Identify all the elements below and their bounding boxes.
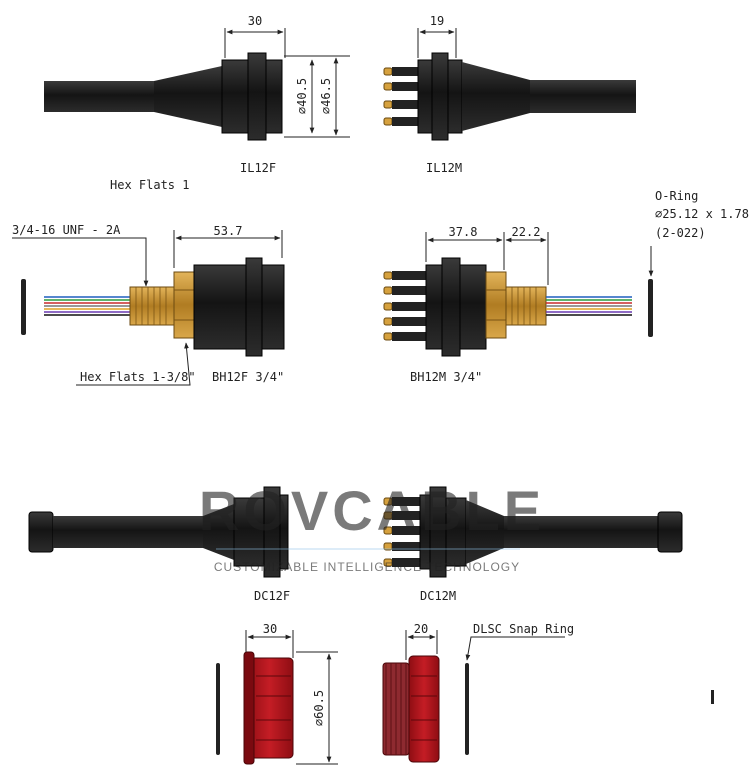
watermark-brand: ROVCABLE — [199, 479, 545, 542]
bh12m-width-a-dim: 37.8 — [449, 225, 478, 239]
oring-code: (2-022) — [655, 226, 706, 240]
bh12m-width-b-dim: 22.2 — [512, 225, 541, 239]
female-sleeve-diameter-dim: ⌀60.5 — [312, 690, 326, 726]
dc12f-label: DC12F — [254, 589, 290, 603]
bh12f-oring — [21, 279, 26, 335]
bh12f-connector — [129, 257, 285, 357]
bh12m-connector — [383, 257, 547, 357]
female-sleeve-width-dim: 30 — [263, 622, 277, 636]
cut-off-text: Hex Flats 1 — [110, 178, 189, 192]
female-sleeve-dimensions — [245, 630, 338, 765]
oring-title: O-Ring — [655, 189, 698, 203]
bh12m-wires — [546, 296, 632, 316]
female-sleeve — [243, 651, 294, 765]
oring-size: ⌀25.12 x 1.78 — [655, 207, 749, 221]
male-sleeve — [382, 655, 440, 763]
il12m-dimensions — [417, 28, 457, 58]
snap-ring-callout: DLSC Snap Ring — [473, 622, 574, 636]
il12f-connector — [44, 52, 283, 141]
female-sleeve-ring — [216, 663, 220, 755]
watermark-tagline: CUSTOMIZABLE INTELLIGENCE TECHNOLOGY — [214, 560, 520, 574]
il12m-label: IL12M — [426, 161, 462, 175]
bh12f-hex-callout: Hex Flats 1-3/8" — [80, 370, 196, 384]
bh12f-label: BH12F 3/4" — [212, 370, 284, 384]
male-sleeve-width-dim: 20 — [414, 622, 428, 636]
bh12m-dimensions — [425, 232, 654, 285]
bh12m-oring — [648, 279, 653, 337]
watermark: ROVCABLE CUSTOMIZABLE INTELLIGENCE TECHN… — [199, 479, 545, 574]
bh12f-wires — [44, 296, 132, 316]
il12m-connector — [383, 52, 636, 141]
bh12f-width-dim: 53.7 — [214, 224, 243, 238]
male-sleeve-dimensions — [405, 630, 565, 661]
il12f-diameter-outer-dim: ⌀46.5 — [319, 78, 333, 114]
il12f-width-dim: 30 — [248, 14, 262, 28]
dc12f-connector — [28, 486, 289, 578]
bh12f-thread-callout: 3/4-16 UNF - 2A — [12, 223, 121, 237]
dc12m-label: DC12M — [420, 589, 456, 603]
il12f-label: IL12F — [240, 161, 276, 175]
male-sleeve-snap-ring — [465, 663, 469, 755]
il12m-width-dim: 19 — [430, 14, 444, 28]
il12f-dimensions — [224, 28, 350, 138]
bh12m-label: BH12M 3/4" — [410, 370, 482, 384]
il12f-diameter-inner-dim: ⌀40.5 — [295, 78, 309, 114]
bh12f-dimensions — [12, 230, 283, 386]
edge-mark — [711, 690, 714, 704]
